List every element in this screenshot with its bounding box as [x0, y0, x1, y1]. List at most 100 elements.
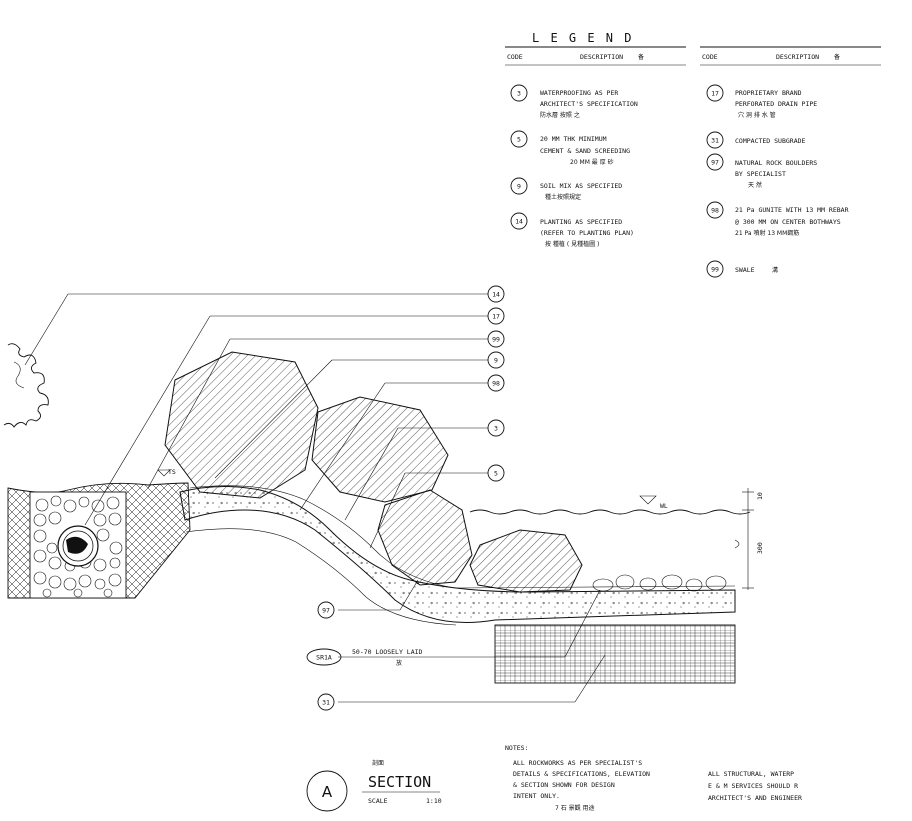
legend-item-97: 97 NATURAL ROCK BOULDERS BY SPECIALIST 天…: [706, 153, 817, 189]
top-soil-marker: TS: [157, 468, 176, 477]
notes-line-right: ARCHITECT'S AND ENGINEER: [708, 794, 802, 802]
legend-header-desc-right: DESCRIPTION: [776, 53, 819, 61]
loosely-laid-cn: 放: [396, 659, 402, 667]
legend-desc-cn: 穴 洞 排 水 管: [738, 111, 776, 119]
callout-5: 5: [487, 464, 505, 482]
section-cn: 剖面: [372, 759, 384, 767]
scale-label: SCALE: [368, 797, 388, 805]
sr1a-label: SR1A: [316, 654, 332, 662]
svg-text:17: 17: [492, 313, 500, 321]
legend-header-code-left: CODE: [507, 53, 523, 61]
gunite-shell: [179, 485, 736, 623]
svg-text:99: 99: [492, 336, 500, 344]
legend-desc-line: 20 MM THK MINIMUM: [540, 135, 607, 143]
legend-code: 14: [515, 218, 523, 226]
legend-desc-cn: 20 MM 最 厚 砂: [570, 158, 614, 166]
scale-value: 1:10: [426, 797, 442, 805]
callout-3: 3: [487, 419, 505, 437]
legend-code: 31: [711, 137, 719, 145]
water-level-label: WL: [660, 502, 668, 510]
cobbles: [592, 574, 727, 592]
callout-98: 98: [487, 374, 505, 392]
svg-text:97: 97: [322, 607, 330, 615]
legend-desc-line: PERFORATED DRAIN PIPE: [735, 100, 817, 108]
legend-code: 97: [711, 159, 719, 167]
legend-code: 99: [711, 266, 719, 274]
legend-item-3: 3 WATERPROOFING AS PER ARCHITECT'S SPECI…: [510, 84, 638, 119]
legend-header-code-right: CODE: [702, 53, 718, 61]
legend-code: 9: [517, 183, 521, 191]
callout-17: 17: [487, 307, 505, 325]
notes-heading: NOTES:: [505, 744, 528, 752]
compacted-subgrade: [494, 624, 736, 684]
legend-item-98: 98 21 Pa GUNITE WITH 13 MM REBAR @ 300 M…: [706, 201, 849, 237]
legend-desc-cn: 21 Pa 噴射 13 MM鋼筋: [735, 229, 799, 237]
legend-header-cn-right: 备: [834, 53, 840, 61]
sr1a-tag: SR1A 50-70 LOOSELY LAID 放: [306, 648, 423, 667]
legend-desc-cn: 天 然: [748, 181, 762, 189]
notes-line: INTENT ONLY.: [513, 792, 560, 800]
legend-desc-line: SOIL MIX AS SPECIFIED: [540, 182, 622, 190]
callout-14: 14: [487, 285, 505, 303]
notes: NOTES: ALL ROCKWORKS AS PER SPECIALIST'S…: [505, 744, 802, 812]
boulder-1: [164, 351, 319, 499]
legend-desc-line: WATERPROOFING AS PER: [540, 89, 618, 97]
dimension-300: 300: [756, 542, 764, 554]
legend-item-5: 5 20 MM THK MINIMUM CEMENT & SAND SCREED…: [510, 130, 630, 166]
legend-desc-line: (REFER TO PLANTING PLAN): [540, 229, 634, 237]
legend-code: 98: [711, 207, 719, 215]
boulder-2: [311, 396, 449, 503]
legend-desc-line: SWALE: [735, 266, 755, 274]
title-block: A 剖面 SECTION SCALE 1:10: [306, 759, 442, 812]
notes-line-right: E & M SERVICES SHOULD R: [708, 782, 798, 790]
callout-9: 9: [487, 351, 505, 369]
notes-line: DETAILS & SPECIFICATIONS, ELEVATION: [513, 770, 650, 778]
legend-desc-line: PROPRIETARY BRAND: [735, 89, 802, 97]
boulder-3: [377, 489, 473, 586]
section-letter: A: [322, 783, 333, 801]
loosely-laid-label: 50-70 LOOSELY LAID: [352, 648, 423, 656]
drain-pipe: [57, 525, 99, 567]
legend-desc-line: PLANTING AS SPECIFIED: [540, 218, 622, 226]
legend-desc-line: ARCHITECT'S SPECIFICATION: [540, 100, 638, 108]
legend-item-9: 9 SOIL MIX AS SPECIFIED 種土按照規定: [510, 177, 622, 201]
legend-header-cn-left: 备: [638, 53, 644, 61]
legend-desc-line: @ 300 MM ON CENTER BOTHWAYS: [735, 218, 841, 226]
svg-text:5: 5: [494, 470, 498, 478]
svg-text:98: 98: [492, 380, 500, 388]
legend-desc-cn: 種土按照規定: [545, 193, 581, 201]
legend-desc-line: BY SPECIALIST: [735, 170, 786, 178]
svg-text:3: 3: [494, 425, 498, 433]
legend-desc-line: 21 Pa GUNITE WITH 13 MM REBAR: [735, 206, 849, 214]
legend-desc-line: NATURAL ROCK BOULDERS: [735, 159, 817, 167]
legend-desc-cn: 按 種植 ( 見種植圖 ): [545, 240, 599, 248]
legend-code: 5: [517, 136, 521, 144]
notes-cn: 7 石 景觀 用途: [555, 804, 595, 812]
callout-31: 31: [317, 693, 335, 711]
legend-title: L E G E N D: [532, 31, 633, 45]
callout-99: 99: [487, 330, 505, 348]
callout-97: 97: [317, 601, 335, 619]
legend-desc-cn: 防水層 按照 之: [540, 111, 580, 119]
top-soil-label: TS: [168, 468, 176, 476]
notes-line: & SECTION SHOWN FOR DESIGN: [513, 781, 615, 789]
section-title: SECTION: [368, 773, 431, 791]
svg-text:31: 31: [322, 699, 330, 707]
dimension-lines: 10 300: [734, 488, 764, 590]
notes-line-right: ALL STRUCTURAL, WATERP: [708, 770, 794, 778]
legend-item-99: 99 SWALE 溝: [706, 260, 778, 278]
legend-item-14: 14 PLANTING AS SPECIFIED (REFER TO PLANT…: [510, 212, 634, 248]
svg-text:14: 14: [492, 291, 500, 299]
legend: L E G E N D CODE DESCRIPTION 备 CODE DESC…: [505, 31, 881, 278]
callout-leaders: [24, 293, 606, 703]
legend-code: 17: [711, 90, 719, 98]
legend-desc-line: COMPACTED SUBGRADE: [735, 137, 806, 145]
dimension-small: 10: [756, 492, 764, 500]
boulder-4: [469, 529, 583, 593]
legend-header-desc-left: DESCRIPTION: [580, 53, 623, 61]
legend-desc-cn: 溝: [772, 266, 778, 274]
legend-item-17: 17 PROPRIETARY BRAND PERFORATED DRAIN PI…: [706, 84, 817, 119]
planting-outline: [3, 343, 49, 428]
water-line: WL: [469, 495, 751, 515]
